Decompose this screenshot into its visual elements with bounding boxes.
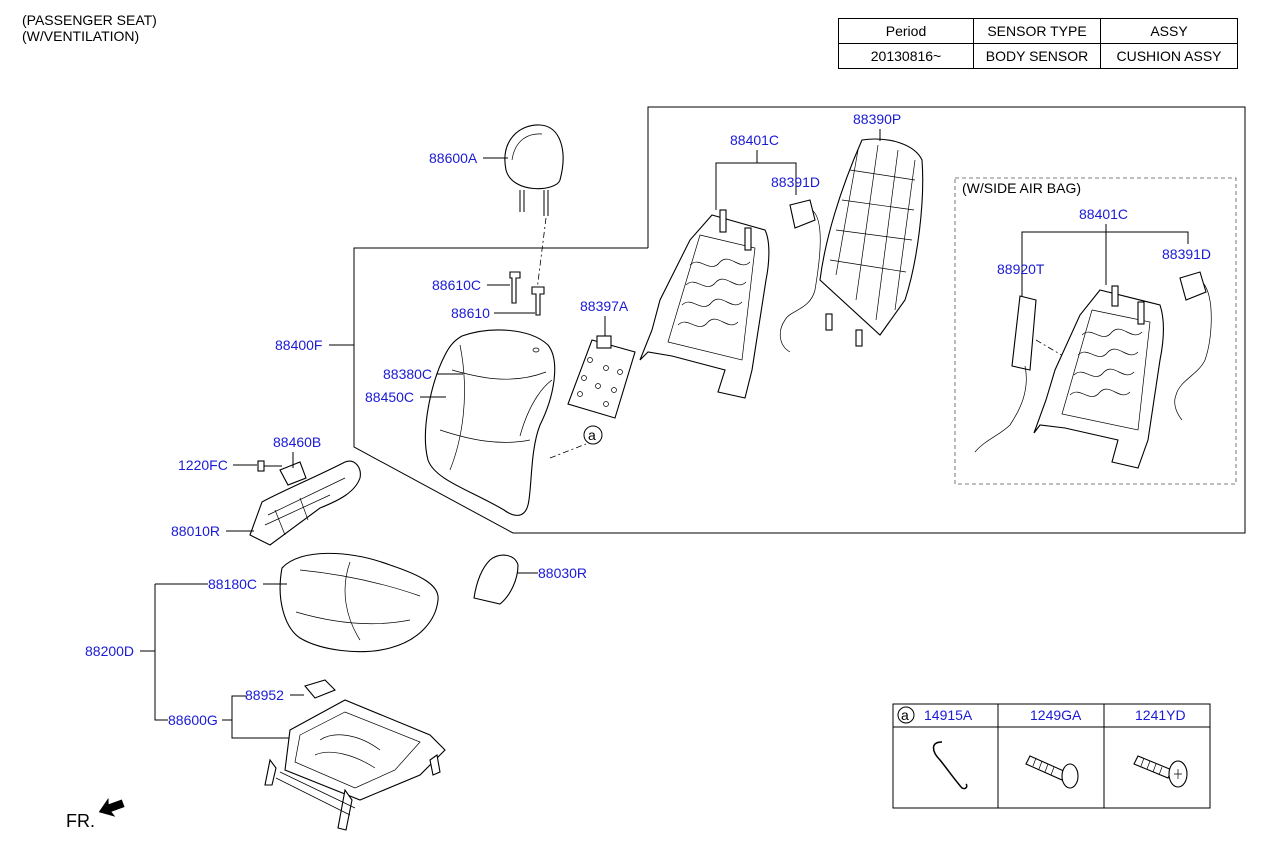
leader-88952-bracket (231, 695, 246, 720)
ventilation-pad-part (567, 335, 636, 419)
screw-1220FC-part (257, 460, 282, 472)
side-cover-part (249, 460, 361, 546)
fastener-header-14915A: 14915A (924, 707, 973, 723)
headrest-guide-part (509, 271, 545, 316)
label-88030R: 88030R (538, 565, 587, 581)
spec-cell-period: 20130816~ (838, 43, 974, 69)
seat-track-frame-part (264, 699, 446, 831)
spec-table: Period SENSOR TYPE ASSY 20130816~ BODY S… (838, 18, 1238, 69)
seat-variant: (W/VENTILATION) (22, 28, 140, 44)
fastener-header-1241YD: 1241YD (1135, 707, 1186, 723)
label-88380C: 88380C (383, 366, 432, 382)
seatback-board-part (819, 138, 924, 347)
callout-circle (583, 425, 603, 445)
side-airbag-title: (W/SIDE AIR BAG) (962, 180, 1081, 196)
label-88180C: 88180C (208, 576, 257, 592)
control-unit-part (304, 679, 336, 699)
headrest-guide-line (536, 217, 547, 291)
label-88610: 88610 (451, 305, 490, 321)
label-88460B: 88460B (273, 434, 321, 450)
callout-guide-line (549, 443, 587, 459)
label-88390P: 88390P (853, 111, 901, 127)
clip-14915A-icon (932, 741, 968, 790)
label-1220FC: 1220FC (178, 457, 228, 473)
label-88952: 88952 (245, 687, 284, 703)
leader-88401C (715, 162, 797, 210)
side-trim-part (473, 554, 519, 605)
leader-88600G (222, 719, 290, 739)
sensor-part (779, 199, 821, 353)
airbag-seatback-frame-part (1033, 285, 1164, 469)
label-88600G: 88600G (168, 712, 218, 728)
label-88400F: 88400F (275, 337, 322, 353)
label-88391D: 88391D (771, 174, 820, 190)
fastener-header-1249GA: 1249GA (1030, 707, 1082, 723)
screw-1241YD-icon (1133, 755, 1188, 788)
label-88010R: 88010R (171, 523, 220, 539)
seatback-cover-part (424, 329, 556, 516)
screw-1249GA-icon (1025, 755, 1079, 789)
label-88610C: 88610C (432, 277, 481, 293)
fasteners-table (892, 703, 1211, 809)
airbag-sensor-part (1174, 271, 1212, 421)
spec-cell-assy: CUSHION ASSY (1100, 43, 1238, 69)
label-88200D: 88200D (85, 643, 134, 659)
label-88401C-airbag: 88401C (1079, 206, 1128, 222)
callout-label: a (588, 427, 596, 443)
leader-88200D-bracket (154, 584, 158, 721)
label-88397A: 88397A (580, 298, 629, 314)
headrest-part (504, 124, 564, 216)
seatback-assembly-outline (353, 106, 1246, 534)
seat-title: (PASSENGER SEAT) (22, 12, 157, 28)
spec-cell-sensor-type: BODY SENSOR (973, 43, 1101, 69)
fastener-marker-circle (897, 706, 915, 724)
fastener-marker: a (901, 707, 909, 723)
label-88391D-airbag: 88391D (1162, 246, 1211, 262)
label-88600A: 88600A (429, 150, 478, 166)
seatback-frame-part (639, 209, 770, 399)
side-airbag-box (954, 177, 1237, 485)
side-airbag-module-part (974, 295, 1071, 453)
label-88401C: 88401C (730, 132, 779, 148)
front-direction-label: FR. (66, 811, 95, 831)
front-arrow-icon (98, 797, 125, 817)
leader-88401C-airbag (1021, 231, 1189, 296)
cushion-cover-part (279, 552, 439, 653)
label-88450C: 88450C (365, 389, 414, 405)
label-88920T: 88920T (997, 261, 1045, 277)
